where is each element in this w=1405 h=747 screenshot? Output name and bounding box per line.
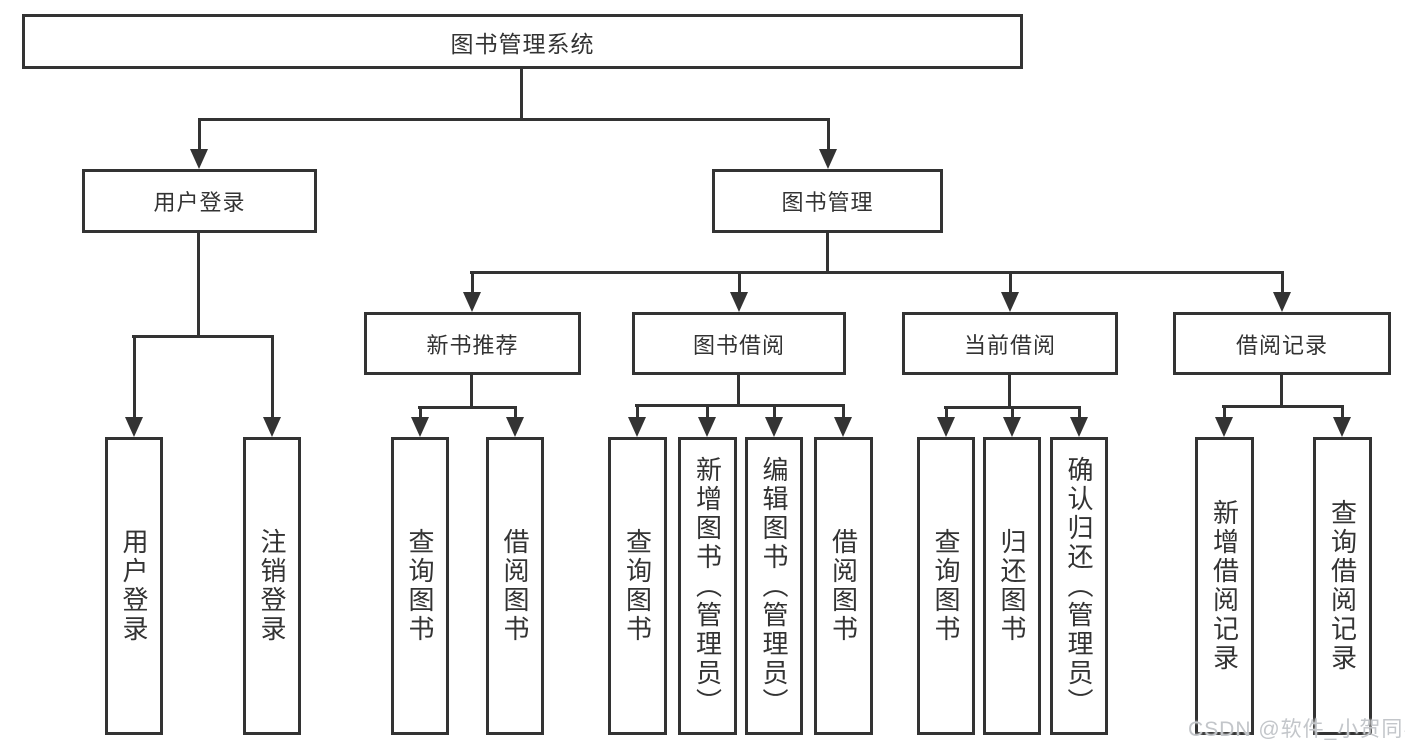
node-label: 新增图书（管理员）: [692, 455, 723, 717]
leaf-edit-book-admin: 编辑图书（管理员）: [745, 437, 803, 735]
leaf-query-book-recommend: 查询图书: [391, 437, 449, 735]
leaf-user-login: 用户登录: [105, 437, 163, 735]
arrow-to-borrow-book-recommend-icon: [506, 406, 524, 437]
connector-new-book-recommend-stem: [470, 375, 473, 408]
arrow-to-current-borrow-icon: [1001, 271, 1019, 312]
leaf-add-borrow-record: 新增借阅记录: [1195, 437, 1254, 735]
leaf-borrow-book: 借阅图书: [814, 437, 873, 735]
leaf-return-book: 归还图书: [983, 437, 1041, 735]
node-label: 新增借阅记录: [1209, 499, 1240, 673]
arrow-to-query-borrow-record-icon: [1333, 405, 1351, 437]
node-label: 注销登录: [257, 528, 287, 644]
arrow-to-book-management-icon: [819, 118, 837, 169]
node-label: 查询图书: [622, 528, 653, 644]
node-label: 图书管理系统: [450, 30, 595, 57]
arrow-to-confirm-return-admin-icon: [1070, 406, 1088, 437]
arrow-to-borrow-book-icon: [834, 404, 852, 437]
node-user-login: 用户登录: [82, 169, 317, 233]
leaf-logout: 注销登录: [243, 437, 301, 735]
csdn-watermark: CSDN @软件_小贺同学: [1188, 718, 1405, 741]
node-label: 编辑图书（管理员）: [759, 455, 789, 717]
arrow-to-new-book-recommend-icon: [463, 271, 481, 312]
node-book-borrow: 图书借阅: [632, 312, 846, 375]
arrow-to-leaf-logout-icon: [263, 335, 281, 437]
connector-root-stem: [520, 69, 523, 120]
node-label: 图书借阅: [692, 332, 785, 358]
arrow-to-add-book-admin-icon: [698, 404, 716, 437]
leaf-query-book-borrow: 查询图书: [608, 437, 667, 735]
node-label: 借阅图书: [500, 528, 530, 644]
arrow-to-book-borrow-icon: [730, 271, 748, 312]
node-root-book-management-system: 图书管理系统: [22, 14, 1023, 69]
arrow-to-query-book-recommend-icon: [411, 406, 429, 437]
node-label: 归还图书: [997, 528, 1027, 644]
arrow-to-user-login-icon: [190, 118, 208, 169]
node-new-book-recommend: 新书推荐: [364, 312, 581, 375]
leaf-query-borrow-record: 查询借阅记录: [1313, 437, 1372, 735]
node-label: 查询图书: [931, 528, 961, 644]
arrow-to-borrow-records-icon: [1273, 271, 1291, 312]
connector-user-login-bus: [132, 335, 274, 338]
node-label: 当前借阅: [963, 332, 1056, 358]
node-label: 确认归还（管理员）: [1064, 455, 1094, 717]
connector-new-book-recommend-bus: [418, 406, 517, 409]
node-label: 查询图书: [405, 528, 435, 644]
connector-borrow-records-stem: [1280, 375, 1283, 407]
connector-book-management-stem: [826, 233, 829, 274]
node-borrow-records: 借阅记录: [1173, 312, 1391, 375]
node-book-management: 图书管理: [712, 169, 943, 233]
arrow-to-edit-book-admin-icon: [765, 404, 783, 437]
node-label: 用户登录: [119, 528, 149, 644]
node-label: 查询借阅记录: [1327, 499, 1358, 673]
arrow-to-return-book-icon: [1003, 406, 1021, 437]
leaf-add-book-admin: 新增图书（管理员）: [678, 437, 737, 735]
connector-user-login-stem: [197, 233, 200, 337]
arrow-to-add-borrow-record-icon: [1215, 405, 1233, 437]
node-current-borrow: 当前借阅: [902, 312, 1118, 375]
connector-borrow-records-bus: [1222, 405, 1344, 408]
node-label: 用户登录: [153, 190, 246, 215]
connector-book-management-bus: [470, 271, 1284, 274]
node-label: 图书管理: [781, 190, 874, 215]
leaf-borrow-book-recommend: 借阅图书: [486, 437, 544, 735]
leaf-confirm-return-admin: 确认归还（管理员）: [1050, 437, 1108, 735]
arrow-to-leaf-user-login-icon: [125, 335, 143, 437]
arrow-to-query-book-current-icon: [937, 406, 955, 437]
node-label: 新书推荐: [426, 332, 519, 358]
connector-book-borrow-stem: [737, 375, 740, 407]
arrow-to-query-book-borrow-icon: [628, 404, 646, 437]
connector-current-borrow-stem: [1008, 375, 1011, 408]
connector-book-borrow-bus: [635, 404, 845, 407]
node-label: 借阅图书: [828, 528, 859, 644]
leaf-query-book-current: 查询图书: [917, 437, 975, 735]
node-label: 借阅记录: [1235, 332, 1328, 358]
connector-root-bus: [198, 118, 830, 121]
